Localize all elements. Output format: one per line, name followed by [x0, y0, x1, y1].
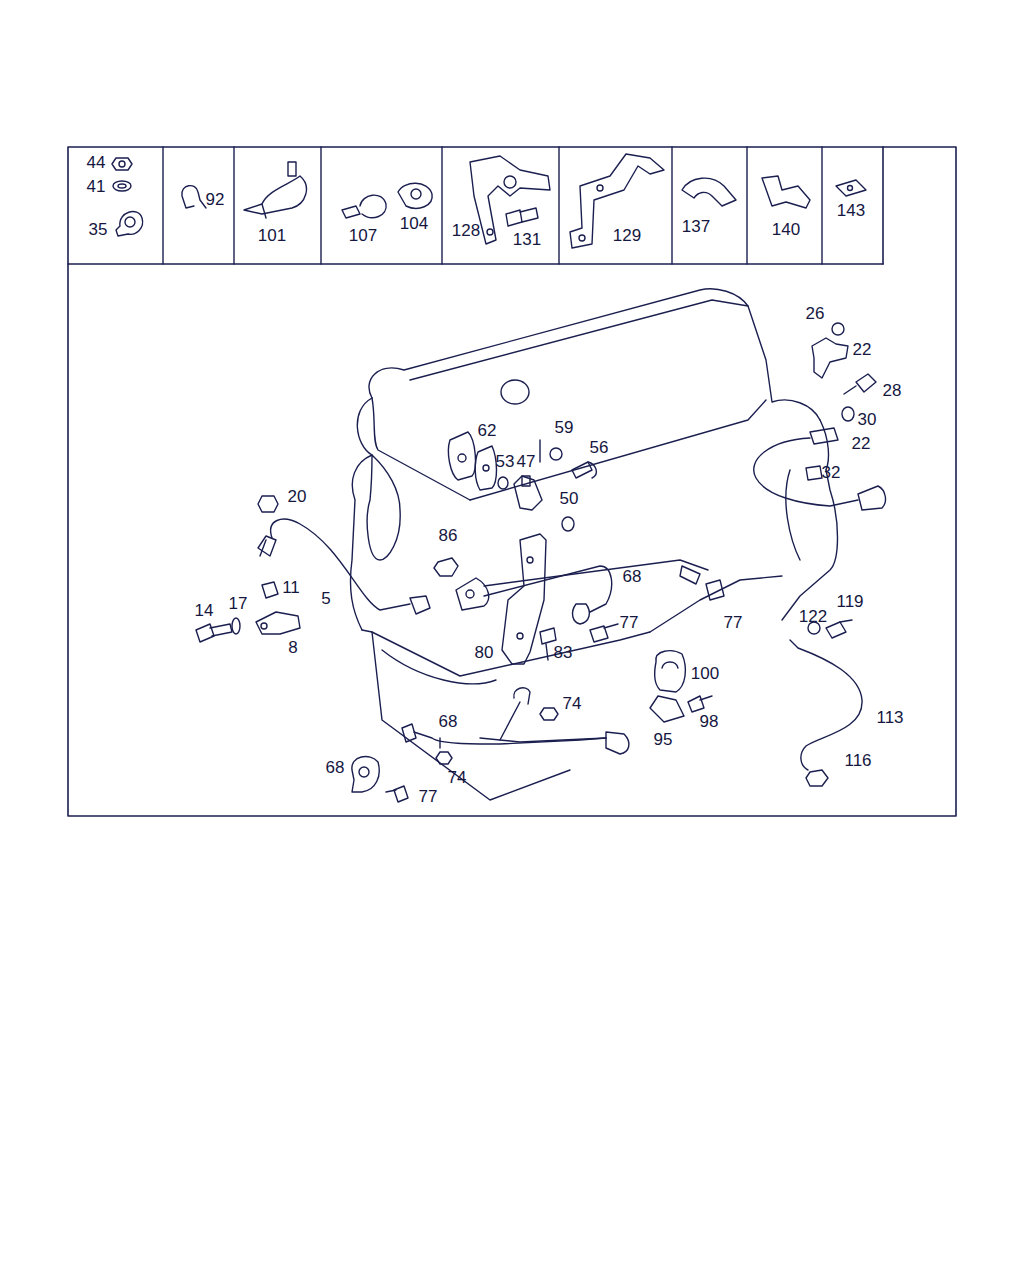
callout-number: 128: [451, 222, 481, 239]
callout-number: 129: [612, 227, 642, 244]
callout-number: 59: [554, 419, 575, 436]
callout-number: 26: [805, 305, 826, 322]
callout-number: 32: [821, 464, 842, 481]
callout-number: 22: [851, 435, 872, 452]
callout-number: 140: [771, 221, 801, 238]
callout-number: 131: [512, 231, 542, 248]
callout-number: 74: [562, 695, 583, 712]
callout-number: 137: [681, 218, 711, 235]
callout-number: 95: [653, 731, 674, 748]
callout-number: 50: [559, 490, 580, 507]
callout-number: 116: [843, 752, 872, 769]
callout-number: 101: [257, 227, 287, 244]
callout-number: 5: [320, 590, 331, 607]
callout-number: 35: [88, 221, 109, 238]
callout-number: 92: [205, 191, 226, 208]
callout-number: 68: [622, 568, 643, 585]
callout-number: 53: [495, 453, 516, 470]
callout-number: 104: [399, 215, 429, 232]
callout-number: 143: [836, 202, 866, 219]
callout-number: 47: [516, 453, 537, 470]
callout-number: 68: [438, 713, 459, 730]
callout-number: 28: [882, 382, 903, 399]
callout-number: 44: [86, 154, 107, 171]
callout-number: 80: [474, 644, 495, 661]
callout-number: 68: [325, 759, 346, 776]
callout-number: 62: [477, 422, 498, 439]
callout-number: 11: [281, 579, 301, 596]
callout-number: 17: [228, 595, 249, 612]
callout-number: 30: [857, 411, 878, 428]
callout-number: 20: [287, 488, 308, 505]
callout-number: 100: [690, 665, 720, 682]
callout-number: 74: [447, 769, 468, 786]
callout-number: 56: [589, 439, 610, 456]
callout-number: 77: [723, 614, 744, 631]
callout-number: 83: [553, 644, 574, 661]
callout-number: 8: [287, 639, 298, 656]
callout-number: 113: [875, 709, 904, 726]
callout-number: 77: [619, 614, 640, 631]
callout-number: 107: [348, 227, 378, 244]
callout-number: 86: [438, 527, 459, 544]
callout-number: 14: [194, 602, 215, 619]
callout-number: 98: [699, 713, 720, 730]
callout-number: 122: [798, 608, 828, 625]
callout-number: 41: [86, 178, 107, 195]
callout-number: 77: [418, 788, 439, 805]
callout-number: 119: [835, 593, 864, 610]
callout-number: 22: [852, 341, 873, 358]
